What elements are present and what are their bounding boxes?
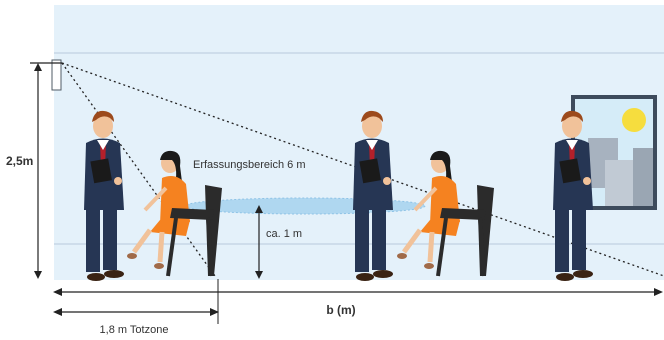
ceiling-sensor-icon — [30, 59, 62, 91]
sitting-woman-2 — [397, 150, 460, 269]
sun-icon — [622, 108, 646, 132]
dead-zone-label: 1,8 m Totzone — [100, 324, 169, 336]
standing-man-1 — [84, 110, 124, 281]
width-label: b (m) — [326, 303, 355, 317]
width-dimension — [53, 288, 663, 296]
dead-zone-dimension — [53, 279, 219, 324]
detection-line-near — [61, 62, 216, 277]
chair-1 — [166, 185, 222, 277]
standing-man-2 — [353, 110, 393, 281]
desk-height-dimension — [255, 205, 263, 279]
range-label: Erfassungsbereich 6 m — [193, 159, 306, 171]
standing-man-3 — [553, 110, 593, 281]
height-dimension — [34, 63, 42, 279]
desk-height-label: ca. 1 m — [266, 228, 302, 240]
chair-2 — [436, 185, 494, 277]
detection-line-far — [61, 62, 664, 277]
height-label: 2,5m — [6, 154, 33, 168]
